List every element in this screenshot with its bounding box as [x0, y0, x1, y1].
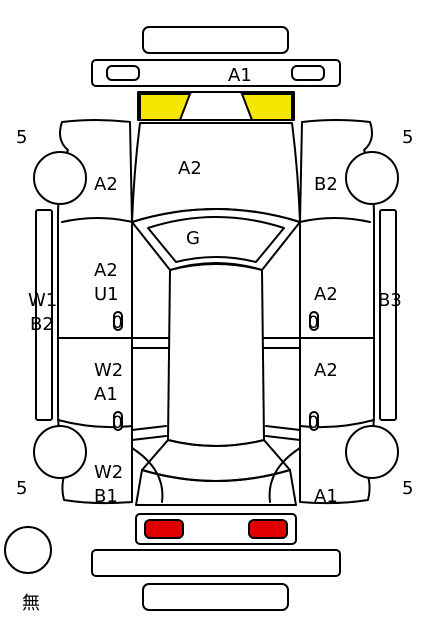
- right-step[interactable]: [379, 209, 397, 421]
- taillight-right[interactable]: [248, 519, 288, 539]
- right-front-door-handle-label: 0: [308, 313, 319, 333]
- windshield-code: G: [186, 228, 200, 249]
- left-inner-sill: [131, 337, 169, 441]
- left-step-code-1: W1: [28, 290, 57, 311]
- right-rear-split[interactable]: [299, 419, 375, 429]
- right-front-tire-icon[interactable]: [345, 151, 399, 205]
- taillight-left[interactable]: [144, 519, 184, 539]
- right-fender-code: B2: [314, 174, 338, 195]
- headlight-left[interactable]: [139, 93, 192, 121]
- right-front-door-code: A2: [314, 284, 338, 305]
- right-side-outline[interactable]: [299, 119, 375, 505]
- left-fender-code: A2: [94, 174, 118, 195]
- left-rear-door-code-2: A1: [94, 384, 118, 405]
- right-rear-door-handle-label: 0: [308, 413, 319, 433]
- right-rear-door-code: A2: [314, 360, 338, 381]
- left-front-door-code-2: U1: [94, 284, 119, 305]
- right-front-tire-label: 5: [402, 127, 413, 148]
- front-left-foglight: [106, 65, 140, 81]
- front-bumper-code: A1: [228, 65, 252, 86]
- trunk-lid[interactable]: [135, 469, 297, 506]
- front-bumper[interactable]: [91, 59, 341, 87]
- right-inner-sill: [263, 337, 301, 441]
- right-rear-tire-icon[interactable]: [345, 425, 399, 479]
- right-quarter-curve: [268, 447, 301, 503]
- rear-bumper[interactable]: [91, 549, 341, 577]
- front-grille[interactable]: [137, 91, 295, 121]
- left-step-code-2: B2: [30, 314, 54, 335]
- left-rear-tire-icon[interactable]: [33, 425, 87, 479]
- left-rear-door-handle: [113, 411, 123, 431]
- left-quarter-curve: [131, 447, 164, 503]
- rear-bumper-bottom[interactable]: [142, 583, 289, 611]
- front-bumper-top[interactable]: [142, 26, 289, 54]
- right-rear-quarter-code: A1: [314, 486, 338, 507]
- left-front-door-handle: [113, 311, 123, 331]
- left-front-door-code-1: A2: [94, 260, 118, 281]
- left-rear-door-handle-label: 0: [112, 413, 123, 433]
- left-front-door-handle-label: 0: [112, 313, 123, 333]
- left-step[interactable]: [35, 209, 53, 421]
- left-rear-quarter-code-2: B1: [94, 486, 118, 507]
- headlight-right[interactable]: [240, 93, 293, 121]
- left-rear-door-code-1: W2: [94, 360, 123, 381]
- left-rear-split[interactable]: [57, 419, 133, 429]
- left-front-tire-icon[interactable]: [33, 151, 87, 205]
- right-rear-tire-label: 5: [402, 478, 413, 499]
- hood-panel[interactable]: [131, 122, 301, 223]
- spare-tire-icon[interactable]: [4, 526, 52, 574]
- right-step-code: B3: [378, 290, 402, 311]
- left-front-tire-label: 5: [16, 127, 27, 148]
- roof-panel[interactable]: [167, 262, 265, 447]
- spare-tire-label: 無: [22, 593, 40, 614]
- left-rear-tire-label: 5: [16, 478, 27, 499]
- right-front-door-handle: [309, 311, 319, 331]
- left-side-outline[interactable]: [57, 119, 133, 505]
- front-right-foglight: [291, 65, 325, 81]
- hood-code: A2: [178, 158, 202, 179]
- right-rear-door-handle: [309, 411, 319, 431]
- windshield-inner: [147, 216, 285, 263]
- left-rear-quarter-code-1: W2: [94, 462, 123, 483]
